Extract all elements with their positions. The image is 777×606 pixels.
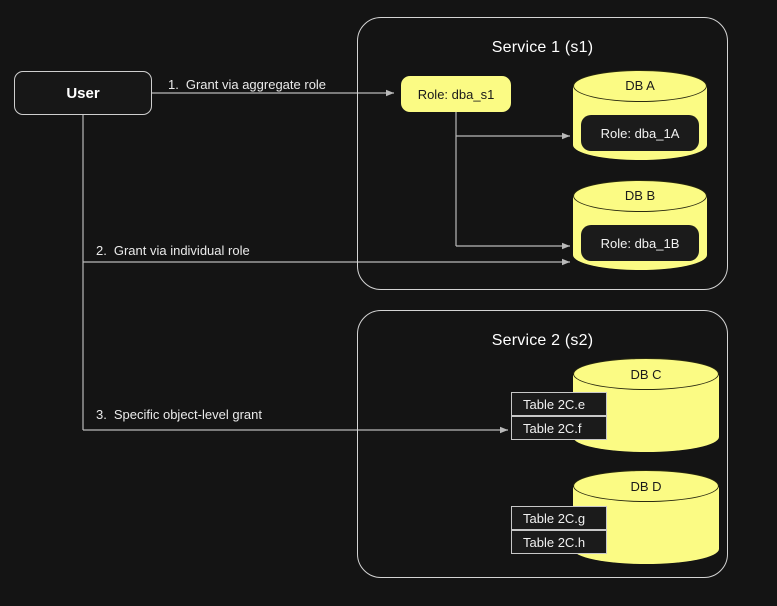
edge-label-1-number: 1. <box>168 77 179 92</box>
db-b-top <box>573 180 707 212</box>
table-row-2ch[interactable]: Table 2C.h <box>511 530 607 554</box>
aggregate-role-node[interactable]: Role: dba_s1 <box>401 76 511 112</box>
edge-label-2-text: Grant via individual role <box>113 243 250 258</box>
service-1-container[interactable]: Service 1 (s1) <box>357 17 728 290</box>
db-c-label: DB C <box>630 367 662 382</box>
table-row-2cf[interactable]: Table 2C.f <box>511 416 607 440</box>
db-a-role-box[interactable]: Role: dba_1A <box>581 115 699 151</box>
service-2-container[interactable]: Service 2 (s2) <box>357 310 728 578</box>
db-d-label: DB D <box>630 479 662 494</box>
table-row-2ce[interactable]: Table 2C.e <box>511 392 607 416</box>
db-b-label: DB B <box>624 188 656 203</box>
edge-label-3: 3. Specific object-level grant <box>96 407 262 422</box>
edge-label-2: 2. Grant via individual role <box>96 243 250 258</box>
service-2-title: Service 2 (s2) <box>491 332 594 349</box>
database-a-cylinder[interactable]: DB A Role: dba_1A <box>573 70 707 160</box>
edge-label-2-number: 2. <box>96 243 107 258</box>
db-a-label: DB A <box>625 78 655 93</box>
user-node[interactable]: User <box>14 71 152 115</box>
edge-label-3-number: 3. <box>96 407 107 422</box>
edge-label-3-text: Specific object-level grant <box>113 407 262 422</box>
db-b-role-box[interactable]: Role: dba_1B <box>581 225 699 261</box>
db-d-top <box>573 470 719 502</box>
db-a-top <box>573 70 707 102</box>
db-c-top <box>573 358 719 390</box>
edge-label-1-text: Grant via aggregate role <box>185 77 327 92</box>
table-row-2cg[interactable]: Table 2C.g <box>511 506 607 530</box>
edge-label-1: 1. Grant via aggregate role <box>168 77 326 92</box>
database-b-cylinder[interactable]: DB B Role: dba_1B <box>573 180 707 270</box>
service-1-title: Service 1 (s1) <box>491 39 594 56</box>
